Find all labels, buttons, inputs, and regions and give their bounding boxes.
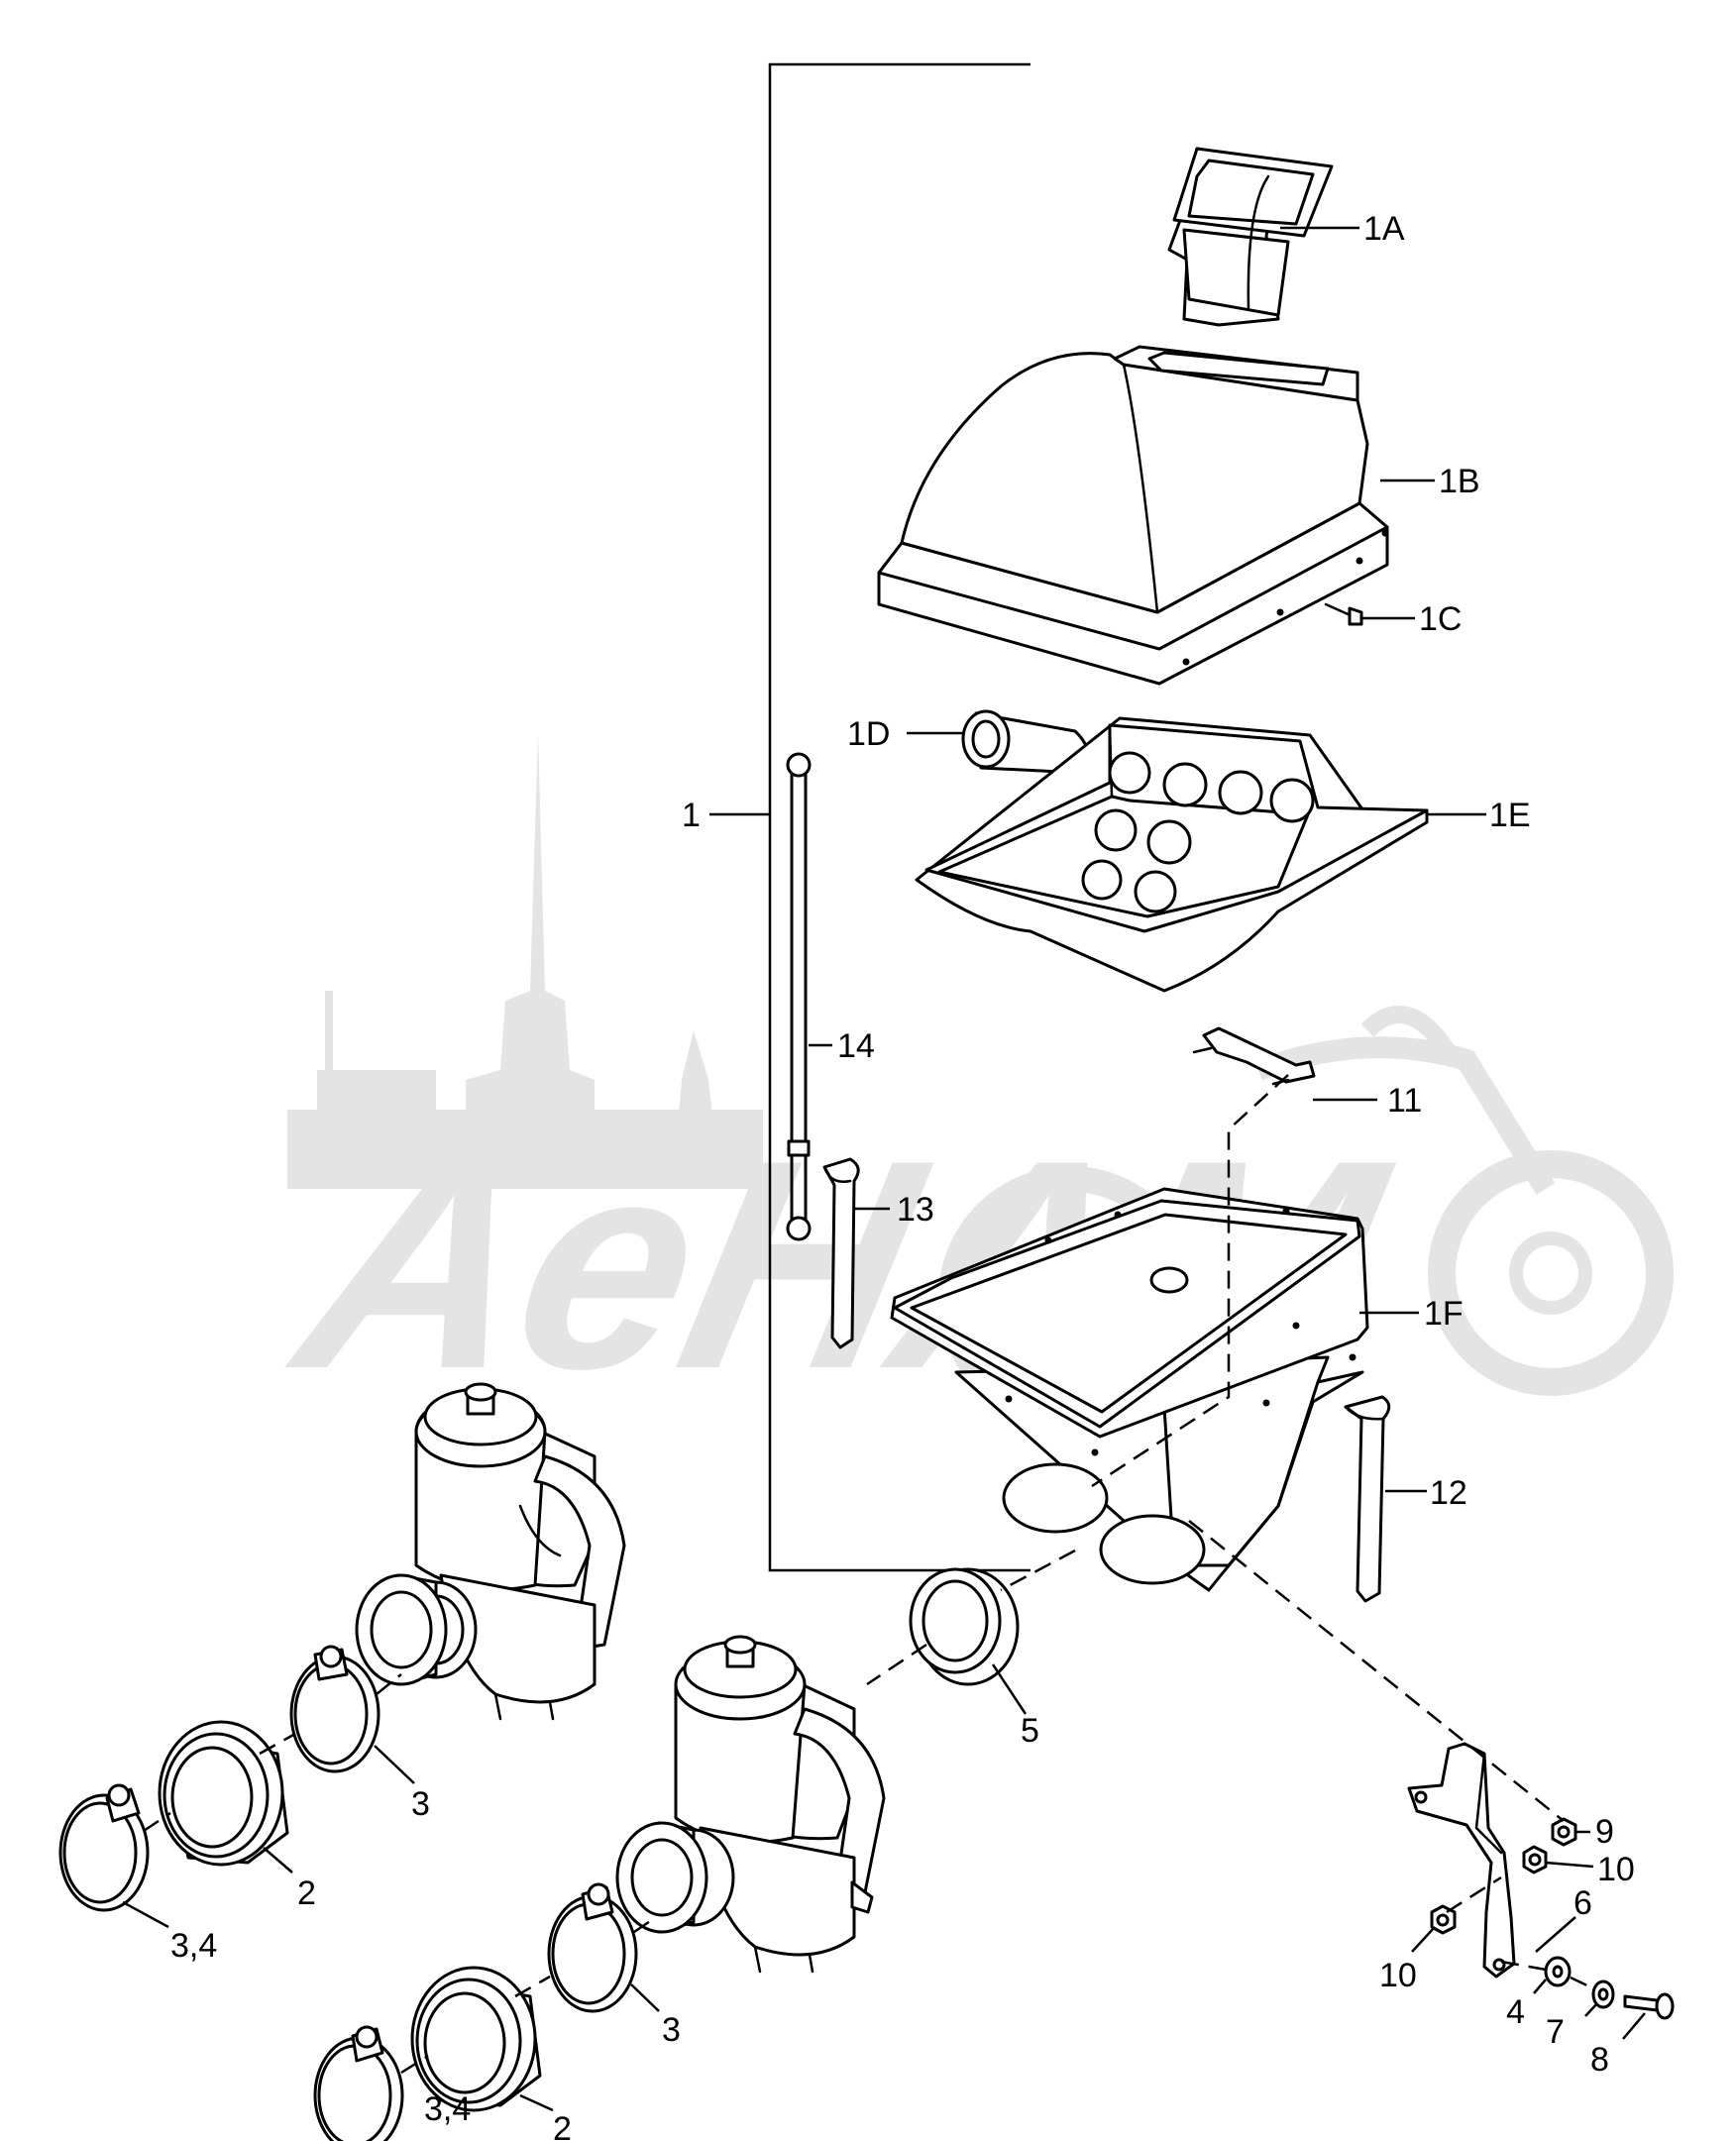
intake-boot-2-lower: [410, 1966, 542, 2112]
callout-3-4-lower: 3,4: [424, 2090, 471, 2128]
callout-5: 5: [1021, 1712, 1039, 1750]
filter-tray: [915, 716, 1429, 993]
callout-labels: 1 1A 1B 1C 1D 1E 14 11 13 1F 12 5 3 2 3,…: [170, 210, 1635, 2141]
callout-1E: 1E: [1489, 797, 1531, 834]
callout-6: 6: [1573, 1884, 1592, 1922]
callout-9: 9: [1595, 1813, 1614, 1851]
callout-1A: 1A: [1363, 210, 1405, 248]
carburetor-lower: [615, 1635, 886, 1974]
mounting-plate: [1407, 1742, 1516, 1979]
hose-clamp-3-upper: [289, 1645, 380, 1773]
nut-10-lower: [1430, 1904, 1457, 1935]
leader-lines: [122, 226, 1646, 2112]
watermark-cathedral: [287, 733, 763, 1189]
rubber-connector: [909, 1567, 1020, 1686]
assembly-lines: [143, 1074, 1592, 2075]
callout-12: 12: [1430, 1474, 1467, 1512]
callout-1B: 1B: [1439, 463, 1480, 500]
latch-clip: [1192, 1026, 1316, 1086]
hose-clamp-3-lower: [547, 1882, 638, 2013]
callout-10-lower: 10: [1379, 1957, 1417, 1994]
nut-10-upper: [1522, 1845, 1548, 1874]
callout-1C: 1C: [1419, 600, 1462, 638]
hose-clamp-34-upper: [58, 1783, 150, 1912]
air-inlet-duct: [1167, 147, 1334, 327]
callout-2-upper: 2: [297, 1874, 316, 1912]
washer-7: [1591, 1980, 1615, 2009]
cover-screw: [1324, 602, 1363, 626]
airbox-cover: [877, 345, 1389, 686]
callout-3-lower: 3: [662, 2011, 681, 2049]
drain-hose: [786, 752, 812, 1241]
washer-4: [1544, 1956, 1572, 1987]
intake-boot-2-upper: [158, 1720, 289, 1867]
nut-9: [1551, 1817, 1577, 1847]
assembly-bracket: [709, 62, 1031, 1572]
bracket-right: [1344, 1395, 1391, 1603]
callout-3-upper: 3: [411, 1785, 430, 1823]
callout-1F: 1F: [1424, 1295, 1464, 1333]
callout-1D: 1D: [847, 715, 890, 753]
callout-2-lower: 2: [553, 2110, 572, 2141]
callout-13: 13: [897, 1191, 934, 1229]
callout-10-upper: 10: [1597, 1851, 1635, 1888]
callout-11: 11: [1387, 1082, 1422, 1120]
bolt-8: [1623, 1992, 1675, 2020]
carburetor-upper: [355, 1382, 626, 1721]
bracket-left: [822, 1157, 860, 1349]
callout-3-4-upper: 3,4: [170, 1927, 217, 1965]
airbox-base: [890, 1187, 1369, 1592]
callout-1: 1: [682, 797, 701, 834]
callout-4: 4: [1506, 1993, 1525, 2031]
hose-clamp-34-lower: [313, 2025, 404, 2141]
callout-14: 14: [837, 1027, 875, 1065]
callout-8: 8: [1590, 2041, 1609, 2079]
callout-7: 7: [1546, 2013, 1565, 2051]
